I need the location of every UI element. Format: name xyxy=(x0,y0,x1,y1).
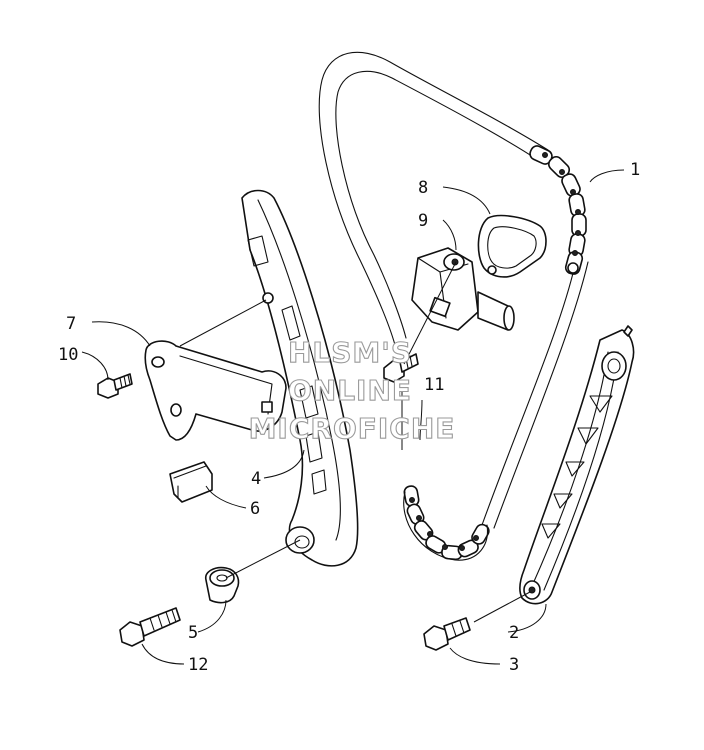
bolt-3 xyxy=(423,617,471,651)
watermark-line-3: MICROFICHE xyxy=(249,412,456,445)
callout-leaders xyxy=(81,169,625,665)
callout-11: 11 xyxy=(424,375,444,395)
cam-chain-tensioner xyxy=(411,247,515,331)
callout-2: 2 xyxy=(509,623,519,643)
chain-links-lower xyxy=(403,485,490,561)
bushing xyxy=(204,566,240,604)
callout-3: 3 xyxy=(509,655,519,675)
callout-7: 7 xyxy=(66,314,76,334)
callout-10: 10 xyxy=(58,345,78,365)
callout-6: 6 xyxy=(250,499,260,519)
callout-12: 12 xyxy=(188,655,208,675)
watermark-line-2: ONLINE xyxy=(288,374,412,407)
bolt-12 xyxy=(119,607,181,647)
callout-8: 8 xyxy=(418,178,428,198)
watermark-line-1: HLSM'S xyxy=(288,336,412,369)
chain-guide xyxy=(519,325,635,605)
plate xyxy=(169,461,213,503)
tensioner-gasket xyxy=(477,214,547,278)
callout-labels: 1 2 3 4 5 6 7 8 9 10 11 12 xyxy=(58,160,640,675)
callout-1: 1 xyxy=(630,160,640,180)
chain-links-upper xyxy=(529,145,587,275)
bolt-10 xyxy=(97,373,133,399)
callout-4: 4 xyxy=(251,469,261,489)
callout-9: 9 xyxy=(418,211,428,231)
callout-5: 5 xyxy=(188,623,198,643)
assembly-lines xyxy=(179,261,531,623)
bracket xyxy=(144,340,287,441)
cam-chain xyxy=(318,51,589,561)
watermark: HLSM'S ONLINE MICROFICHE xyxy=(248,335,456,445)
bolt-11 xyxy=(383,353,419,383)
